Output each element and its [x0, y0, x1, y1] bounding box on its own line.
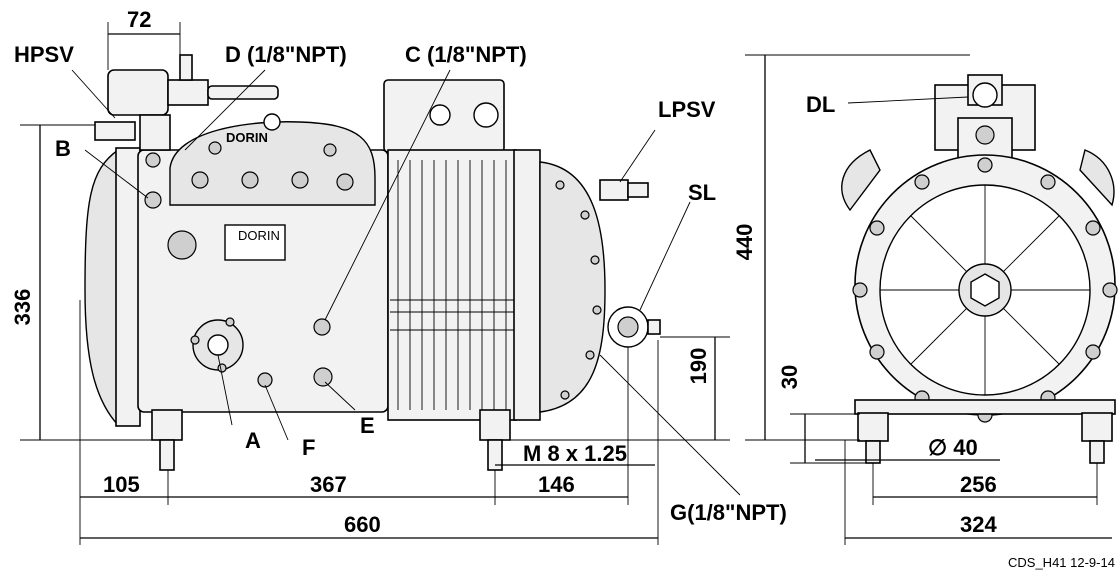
dim-146: 146 — [538, 472, 575, 497]
dim-256: 256 — [960, 472, 997, 497]
c-port-label: C (1/8"NPT) — [405, 42, 527, 67]
dim-336: 336 — [10, 289, 35, 326]
dim-190: 190 — [686, 348, 711, 385]
dim-dia40: ∅ 40 — [928, 435, 978, 460]
dim-367: 367 — [310, 472, 347, 497]
d-port-label: D (1/8"NPT) — [225, 42, 347, 67]
dim-105: 105 — [103, 472, 140, 497]
b-label: B — [55, 136, 71, 161]
thread-spec: M 8 x 1.25 — [523, 441, 627, 466]
sl-label: SL — [688, 180, 716, 205]
side-view: DORIN DORIN — [84, 54, 661, 471]
hpsv-label: HPSV — [14, 42, 74, 67]
head-brand: DORIN — [226, 130, 268, 145]
a-label: A — [245, 428, 261, 453]
g-port-label: G(1/8"NPT) — [670, 500, 787, 525]
dim-440: 440 — [732, 224, 757, 261]
drawing-code: CDS_H41 12-9-14 — [1008, 555, 1115, 570]
lpsv-label: LPSV — [658, 97, 716, 122]
callout-labels: HPSV D (1/8"NPT) C (1/8"NPT) B LPSV SL D… — [14, 42, 835, 525]
dim-72: 72 — [127, 7, 151, 32]
dl-label: DL — [806, 92, 835, 117]
leader-lines — [71, 69, 969, 496]
dim-324: 324 — [960, 512, 997, 537]
dim-660: 660 — [344, 512, 381, 537]
end-view — [841, 74, 1118, 464]
e-label: E — [360, 413, 375, 438]
f-label: F — [302, 435, 315, 460]
dim-30: 30 — [777, 365, 802, 389]
plate-brand: DORIN — [238, 228, 280, 243]
dimension-labels: 72 336 440 190 30 105 367 146 660 M 8 x … — [10, 7, 997, 537]
dimension-lines — [20, 22, 1112, 545]
